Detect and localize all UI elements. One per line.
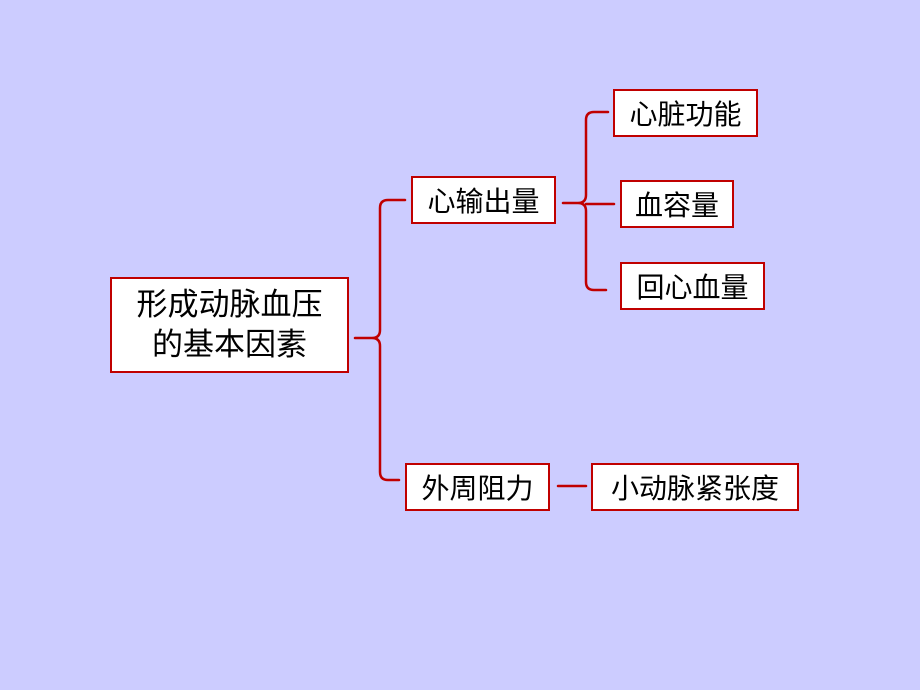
peripheral-resistance-node: 外周阻力 bbox=[405, 463, 550, 511]
cardiac-output-brace bbox=[561, 110, 610, 292]
cardiac-output-label: 心输出量 bbox=[427, 185, 540, 218]
root-label-line1: 形成动脉血压 bbox=[136, 287, 323, 323]
blood-volume-node: 血容量 bbox=[620, 180, 734, 228]
root-label-line2: 的基本因素 bbox=[152, 327, 307, 363]
blood-volume-label: 血容量 bbox=[634, 189, 719, 222]
venous-return-node: 回心血量 bbox=[620, 262, 765, 310]
peripheral-resistance-label: 外周阻力 bbox=[421, 472, 534, 505]
arteriole-tension-node: 小动脉紧张度 bbox=[591, 463, 799, 511]
heart-function-label: 心脏功能 bbox=[629, 98, 742, 131]
venous-return-label: 回心血量 bbox=[636, 271, 749, 304]
root-node: 形成动脉血压 的基本因素 bbox=[110, 277, 349, 373]
heart-function-node: 心脏功能 bbox=[613, 89, 758, 137]
arteriole-tension-label: 小动脉紧张度 bbox=[610, 472, 779, 505]
root-brace bbox=[353, 198, 407, 482]
cardiac-output-node: 心输出量 bbox=[411, 176, 556, 224]
